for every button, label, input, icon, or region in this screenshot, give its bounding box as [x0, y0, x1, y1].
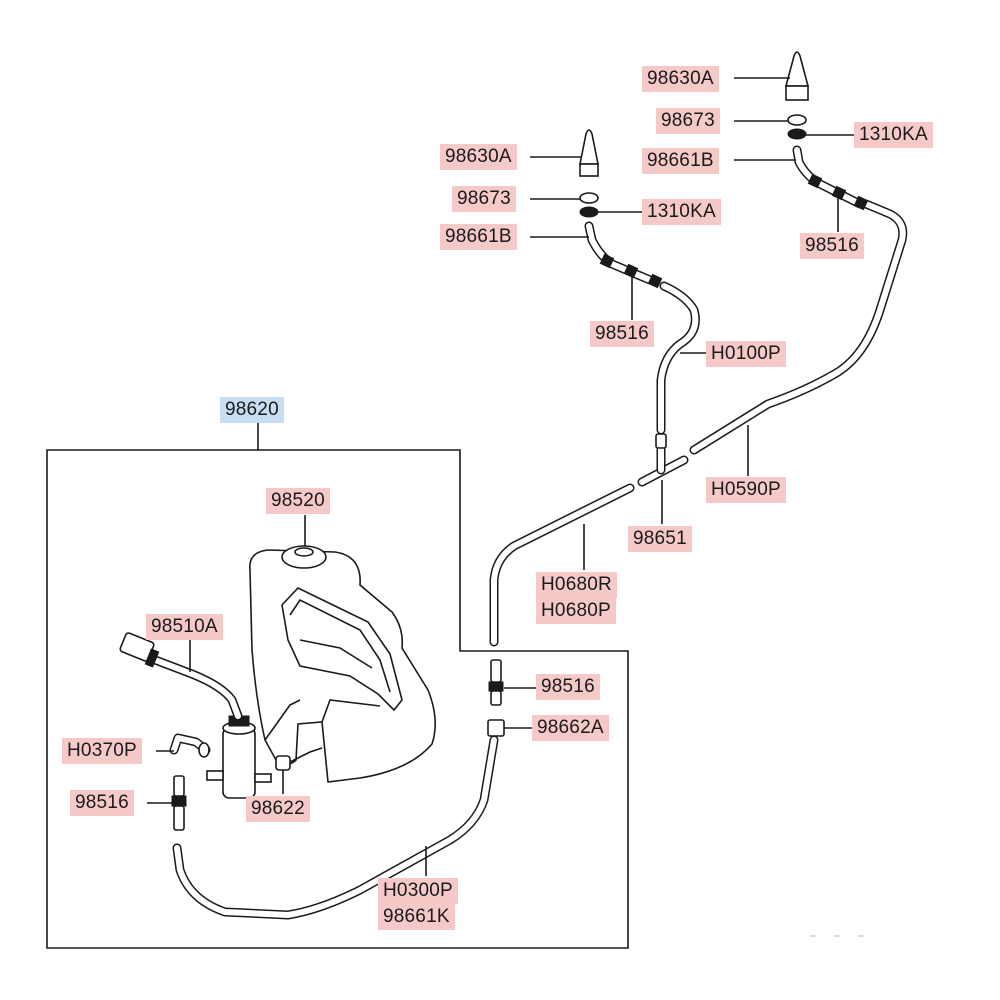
callout-pump-harness: 98510A: [146, 614, 223, 640]
callout-hose-left-nozzle: H0100P: [706, 341, 786, 367]
callout-elbow-left: 98661B: [440, 224, 517, 250]
callout-packing-right: 98673: [656, 108, 720, 134]
callout-tee-connector: 98651: [628, 526, 692, 552]
callout-reservoir-cap: 98520: [266, 488, 330, 514]
callout-joint-left: 98516: [590, 321, 654, 347]
callout-hose-lower-k: 98661K: [378, 904, 455, 930]
callout-washer-pump: 98622: [246, 796, 310, 822]
right-nozzle-assembly: [784, 51, 869, 211]
reservoir-cap: [281, 545, 327, 569]
callout-hose-main-p: H0680P: [536, 598, 616, 624]
callout-joint-pump: 98516: [70, 790, 134, 816]
callout-assembly: 98620: [220, 397, 284, 423]
assembly-frame: [46, 449, 629, 949]
callout-joint-upper: 98516: [536, 674, 600, 700]
lower-joint: [171, 775, 187, 831]
callout-elbow-right: 98661B: [642, 148, 719, 174]
washer-reservoir: [249, 549, 436, 783]
left-nozzle-assembly: [579, 129, 663, 289]
callout-packing-left: 98673: [452, 186, 516, 212]
callout-nozzle-right: 98630A: [642, 66, 719, 92]
callout-hose-lower-p: H0300P: [378, 878, 458, 904]
pump-harness: [119, 632, 243, 721]
tee-connector: [637, 433, 689, 487]
callout-hose-right-nozzle: H0590P: [706, 477, 786, 503]
leader-lines: [147, 77, 854, 876]
callout-joint-right: 98516: [800, 233, 864, 259]
callout-nut-right: 1310KA: [854, 122, 933, 148]
callout-clip-hose: 98662A: [532, 715, 609, 741]
upper-joint: [487, 659, 505, 737]
washer-pump: [206, 715, 272, 799]
callout-hose-pump: H0370P: [62, 738, 142, 764]
callout-nozzle-left: 98630A: [440, 144, 517, 170]
callout-nut-left: 1310KA: [642, 199, 721, 225]
callout-hose-main-r: H0680R: [536, 572, 617, 598]
